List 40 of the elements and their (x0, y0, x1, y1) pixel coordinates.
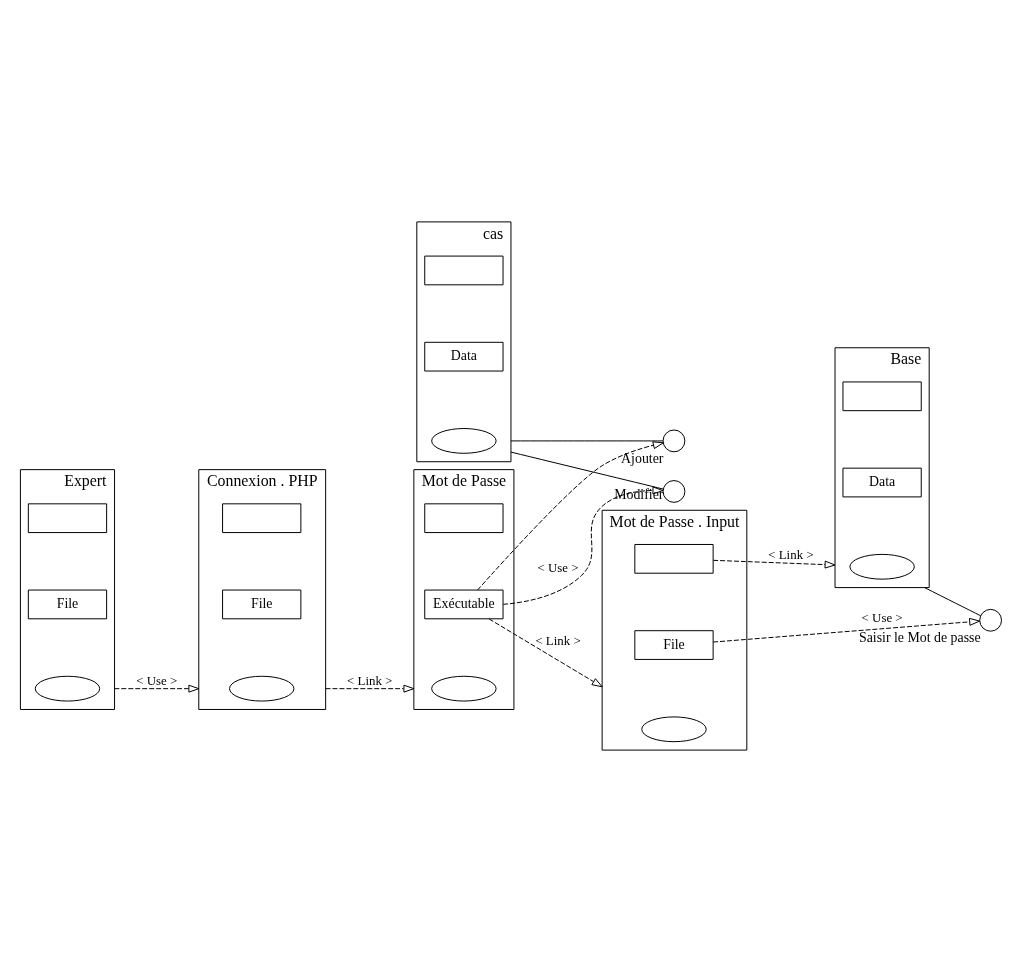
node-box (634, 543, 714, 574)
edge-label: < Use > (537, 561, 579, 576)
arrow (477, 441, 664, 591)
node-circle (979, 608, 1002, 632)
node-box: File (27, 589, 108, 620)
edge-label: < Link > (535, 634, 581, 649)
node-ellipse (849, 553, 915, 580)
node-box: Exécutable (424, 589, 504, 620)
node-circle (662, 429, 686, 453)
node-box: File (634, 630, 714, 660)
node-label: Modifier (614, 486, 664, 502)
connector (510, 451, 664, 490)
arrow (325, 684, 415, 693)
arrow (712, 617, 981, 643)
node-ellipse (229, 675, 295, 702)
node-label: Saisir le Mot de passe (858, 630, 981, 646)
edge-label: < Use > (136, 674, 178, 689)
node-box: Data (842, 467, 922, 498)
node-ellipse (431, 428, 497, 454)
arrow (502, 486, 664, 605)
edge-label: < Link > (347, 674, 393, 689)
arrow (114, 684, 200, 693)
node-box (424, 503, 504, 534)
edge-label: < Use > (861, 610, 903, 625)
node-ellipse (431, 675, 497, 702)
node-label: Ajouter (621, 450, 664, 466)
node-box (222, 503, 302, 534)
connector (510, 440, 664, 442)
node-box: File (222, 589, 302, 620)
node-circle (662, 480, 686, 503)
edge-label: < Link > (768, 548, 814, 563)
connector (924, 587, 982, 617)
node-box: Data (424, 341, 504, 372)
arrow (712, 559, 836, 569)
arrow (488, 618, 603, 688)
node-box (424, 255, 504, 286)
node-ellipse (641, 716, 707, 743)
node-ellipse (34, 675, 101, 702)
node-box (842, 381, 922, 412)
node-box (27, 503, 108, 534)
